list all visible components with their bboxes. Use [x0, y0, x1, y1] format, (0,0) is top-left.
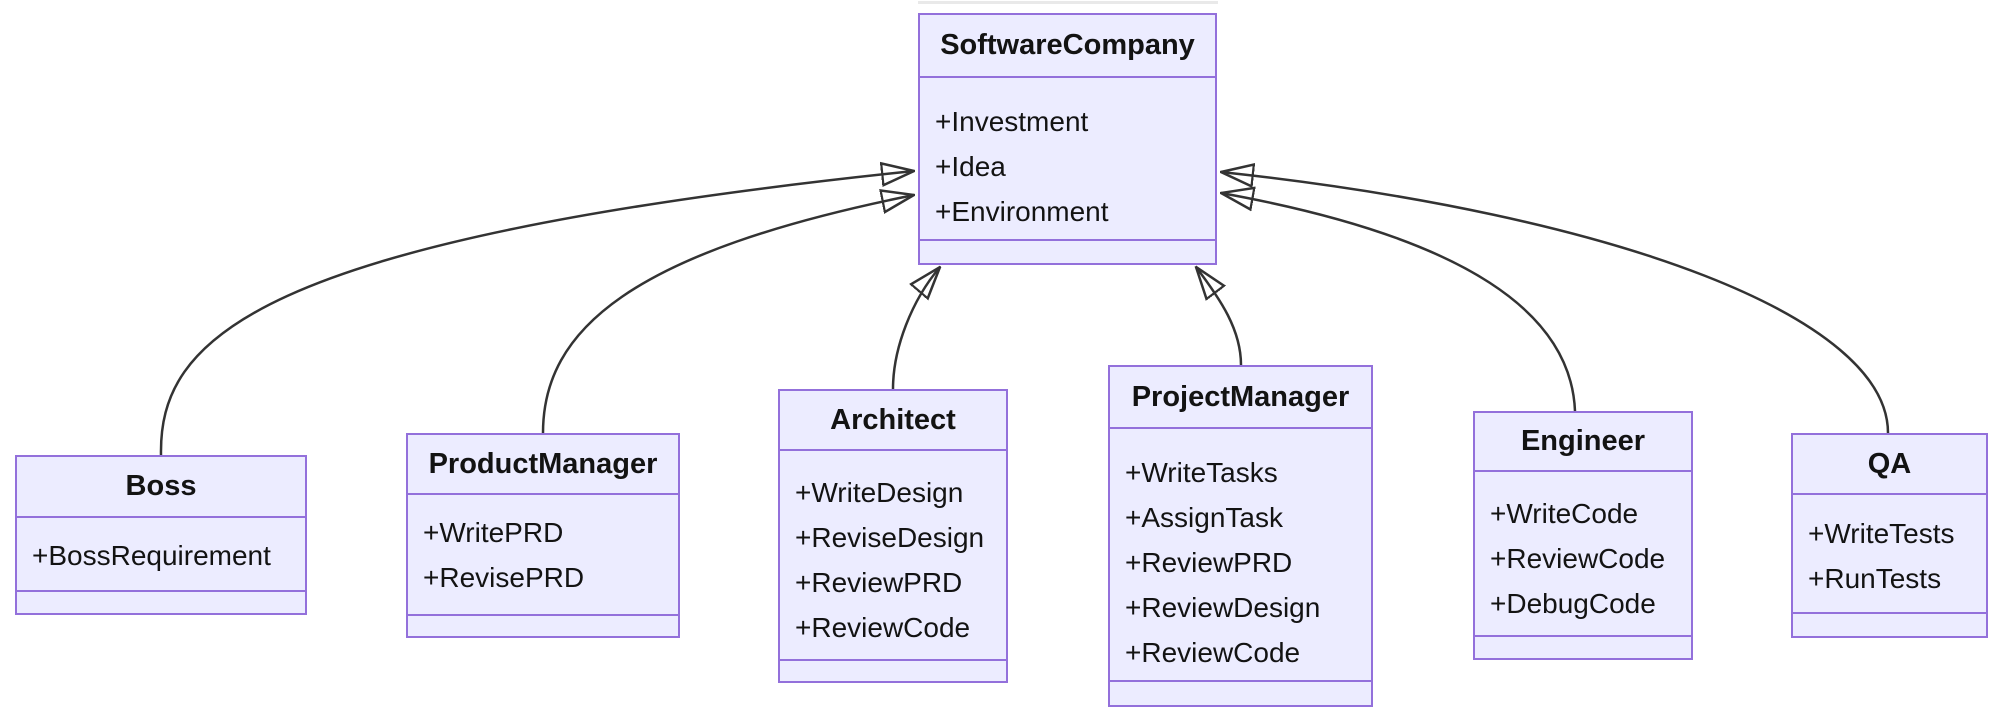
class-attribute: +Environment	[935, 196, 1109, 227]
class-attribute: +WriteTasks	[1125, 457, 1278, 488]
class-attribute: +ReviewPRD	[1125, 547, 1293, 578]
class-methods-empty	[408, 614, 678, 636]
class-box-engineer: Engineer +WriteCode +ReviewCode +DebugCo…	[1473, 411, 1693, 660]
class-attributes: +BossRequirement	[17, 518, 305, 590]
class-attribute: +ReviewCode	[1490, 543, 1666, 574]
class-attribute: +WritePRD	[423, 517, 564, 548]
class-title: Engineer	[1475, 413, 1691, 472]
class-box-projectmanager: ProjectManager +WriteTasks +AssignTask +…	[1108, 365, 1373, 707]
class-attributes: +WriteDesign +ReviseDesign +ReviewPRD +R…	[780, 451, 1006, 659]
class-box-architect: Architect +WriteDesign +ReviseDesign +Re…	[778, 389, 1008, 683]
edge-qa-inheritance	[1221, 172, 1890, 434]
canvas-edge-artifact	[918, 1, 1218, 4]
edge-architect-inheritance	[891, 267, 940, 390]
class-attribute: +ReviewCode	[795, 612, 971, 643]
class-attributes: +WriteCode +ReviewCode +DebugCode	[1475, 472, 1691, 635]
class-attribute: +WriteCode	[1490, 498, 1639, 529]
class-box-productmanager: ProductManager +WritePRD +RevisePRD	[406, 433, 680, 638]
class-attribute: +WriteTests	[1808, 518, 1955, 549]
class-attribute: +BossRequirement	[32, 540, 271, 571]
class-attribute: +ReviewDesign	[1125, 592, 1321, 623]
class-attributes: +WritePRD +RevisePRD	[408, 495, 678, 614]
edge-projectmanager-inheritance	[1196, 267, 1243, 366]
class-box-boss: Boss +BossRequirement	[15, 455, 307, 615]
class-attribute: +WriteDesign	[795, 477, 964, 508]
class-title: SoftwareCompany	[920, 15, 1215, 78]
class-box-softwarecompany: SoftwareCompany +Investment +Idea +Envir…	[918, 13, 1217, 265]
class-methods-empty	[17, 590, 305, 613]
class-attribute: +RevisePRD	[423, 562, 585, 593]
class-attribute: +Idea	[935, 151, 1006, 182]
class-title: Architect	[780, 391, 1006, 451]
class-attribute: +ReviseDesign	[795, 522, 985, 553]
class-title: ProjectManager	[1110, 367, 1371, 429]
class-attribute: +ReviewCode	[1125, 637, 1301, 668]
class-attributes: +Investment +Idea +Environment	[920, 78, 1215, 239]
class-title: Boss	[17, 457, 305, 518]
class-title: ProductManager	[408, 435, 678, 495]
class-box-qa: QA +WriteTests +RunTests	[1791, 433, 1988, 638]
class-attribute: +ReviewPRD	[795, 567, 963, 598]
edge-boss-inheritance	[159, 171, 914, 456]
class-attribute: +Investment	[935, 106, 1089, 137]
class-attribute: +RunTests	[1808, 563, 1942, 594]
class-methods-empty	[1475, 635, 1691, 658]
class-attribute: +AssignTask	[1125, 502, 1283, 533]
edge-productmanager-inheritance	[541, 195, 914, 434]
edge-engineer-inheritance	[1221, 193, 1577, 412]
class-methods-empty	[1110, 680, 1371, 705]
class-methods-empty	[920, 239, 1215, 263]
class-methods-empty	[780, 659, 1006, 681]
class-attribute: +DebugCode	[1490, 588, 1656, 619]
class-attributes: +WriteTests +RunTests	[1793, 495, 1986, 612]
class-title: QA	[1793, 435, 1986, 495]
class-attributes: +WriteTasks +AssignTask +ReviewPRD +Revi…	[1110, 429, 1371, 680]
class-methods-empty	[1793, 612, 1986, 636]
